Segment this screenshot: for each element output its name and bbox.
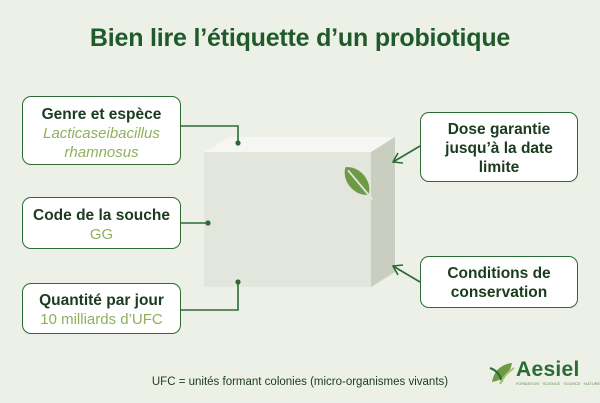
label-conditions-conservation: Conditions de conservation [420,256,578,308]
connector-conservation [392,265,421,283]
logo-tagline: FORMATION · SCIENCE · SOURCE · NATURELLE [516,382,600,386]
connector-dose [392,145,421,163]
label-dose-garantie-line1: Dose garantie [447,121,551,138]
leaf-icon [344,167,374,200]
label-conditions-line2: conservation [450,284,548,301]
connectors [181,125,421,311]
label-genre-espece-value-line1: Lacticaseibacillus [43,125,160,142]
label-quantite-jour: Quantité par jour 10 milliards d’UFC [22,283,181,334]
label-dose-garantie: Dose garantie jusqu’à la date limite [420,112,578,182]
label-quantite-jour-value: 10 milliards d’UFC [40,311,163,328]
page-title: Bien lire l’étiquette d’un probiotique [89,24,511,52]
label-quantite-jour-title: Quantité par jour [39,292,164,309]
connector-dots [205,140,241,285]
label-conditions-line1: Conditions de [447,265,551,282]
product-box [204,137,395,287]
label-genre-espece-title: Genre et espèce [41,106,162,123]
connector-arrowheads [391,152,404,276]
brand-logo: Aesiel FORMATION · SCIENCE · SOURCE · NA… [488,358,600,388]
label-code-souche-title: Code de la souche [33,207,170,224]
product-box-top [204,137,395,152]
logo-wordmark: Aesiel [516,358,580,381]
logo-leaf-icon [489,363,515,385]
product-box-front [204,152,371,287]
connector-quantite [181,283,239,311]
product-box-side [371,137,395,287]
label-dose-garantie-line3: limite [478,159,520,176]
label-code-souche-value: GG [89,226,114,243]
label-dose-garantie-line2: jusqu’à la date [445,140,553,157]
label-genre-espece: Genre et espèce Lacticaseibacillus rhamn… [22,96,181,165]
footnote: UFC = unités formant colonies (micro-org… [151,376,449,388]
connector-genre [181,125,239,142]
label-code-souche: Code de la souche GG [22,197,181,249]
label-genre-espece-value-line2: rhamnosus [64,144,139,161]
